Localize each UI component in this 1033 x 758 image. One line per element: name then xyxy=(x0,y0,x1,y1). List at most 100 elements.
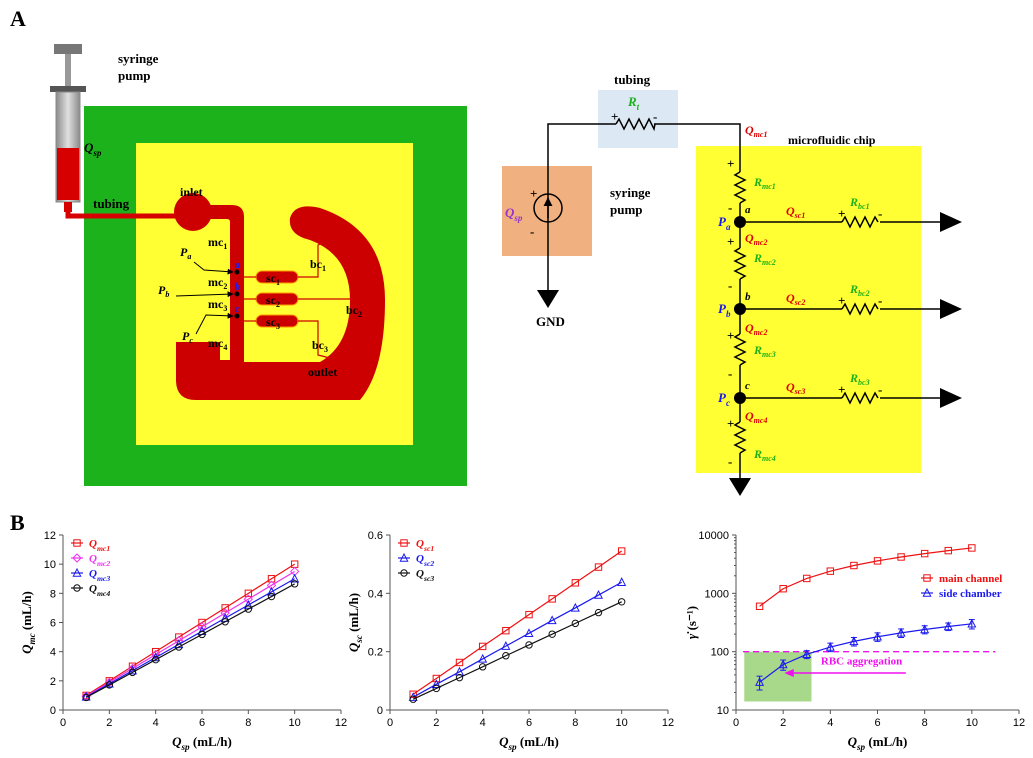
syringe-icon xyxy=(50,44,86,212)
rmc1-label: Rmc1 xyxy=(753,175,776,191)
chip-label: microfluidic chip xyxy=(788,133,876,147)
rbc2-label: Rbc2 xyxy=(849,282,870,298)
x-tick-label: 0 xyxy=(387,717,393,729)
data-point xyxy=(290,573,300,583)
x-tick-label: 0 xyxy=(60,717,66,729)
data-point xyxy=(850,561,858,570)
data-point xyxy=(548,630,556,638)
node-b-chip: b xyxy=(235,282,240,293)
rbc1-resistor xyxy=(841,215,879,229)
syringe-label-1: syringe xyxy=(118,51,159,66)
series-4 xyxy=(82,580,299,702)
bc3-label: bc3 xyxy=(312,338,328,354)
data-point xyxy=(105,681,114,689)
y-axis-label: γ̇ (s⁻¹) xyxy=(684,606,699,639)
series-1 xyxy=(82,560,299,700)
legend-marker xyxy=(400,539,408,547)
data-point xyxy=(266,580,277,591)
node-a-dot xyxy=(734,216,746,228)
mc2-label: mc2 xyxy=(208,275,227,291)
legend-label: Qmc3 xyxy=(89,568,110,583)
data-point xyxy=(455,658,464,667)
rt-resistor xyxy=(615,117,656,132)
data-point xyxy=(455,673,464,682)
rbc3-label: Rbc3 xyxy=(849,371,870,387)
microchannels xyxy=(174,193,385,400)
rmc2-label: Rmc2 xyxy=(753,251,776,267)
data-point xyxy=(409,695,417,703)
data-point xyxy=(478,642,487,651)
qmc2b-label: Qmc2 xyxy=(745,321,767,337)
data-point xyxy=(525,610,533,619)
legend-label: Qmc2 xyxy=(89,553,110,568)
y-tick-label: 6 xyxy=(50,618,56,630)
data-point xyxy=(151,655,160,664)
ground-symbols xyxy=(537,212,962,496)
series-line xyxy=(85,583,295,698)
tubing-line xyxy=(65,212,185,219)
svg-text:-: - xyxy=(530,224,534,239)
data-point xyxy=(967,618,977,628)
data-point xyxy=(175,643,183,651)
data-point xyxy=(104,677,115,687)
data-point xyxy=(548,595,556,603)
gnd-label: GND xyxy=(536,314,565,329)
y-tick-label: 10 xyxy=(44,559,56,571)
rmc1-resistor xyxy=(733,171,747,204)
data-point xyxy=(127,665,138,675)
pc-label: Pc xyxy=(718,390,730,408)
data-point xyxy=(897,553,905,561)
y-tick-label: 8 xyxy=(50,588,56,600)
data-point xyxy=(243,599,253,609)
x-tick-label: 10 xyxy=(289,717,301,729)
svg-text:-: - xyxy=(728,200,732,215)
node-c-dot xyxy=(734,392,746,404)
node-b-dot xyxy=(734,303,746,315)
series-1 xyxy=(409,547,626,698)
data-point xyxy=(501,641,511,650)
y-tick-label: 0.2 xyxy=(368,647,383,659)
tubing-label: tubing xyxy=(614,72,651,87)
x-axis-label: Qsp (mL/h) xyxy=(172,734,232,752)
pa-label: Pa xyxy=(718,214,731,232)
data-point xyxy=(571,619,580,628)
data-point xyxy=(594,563,603,571)
rmc3-resistor xyxy=(733,333,747,366)
svg-text:+: + xyxy=(530,186,537,201)
x-tick-label: 12 xyxy=(335,717,347,729)
y-axis-label: Qmc (mL/h) xyxy=(19,591,37,654)
inlet-port xyxy=(174,193,212,231)
y-tick-label: 0.4 xyxy=(368,588,383,600)
gnd-triangle-1 xyxy=(537,290,559,308)
legend-label: Qsc1 xyxy=(416,538,434,553)
bc1-path xyxy=(298,239,331,278)
y-tick-label: 0 xyxy=(50,705,56,717)
pump-box xyxy=(502,166,592,256)
svg-text:-: - xyxy=(878,206,882,221)
y-axis-label: Qsc (mL/h) xyxy=(346,593,364,652)
svg-text:+: + xyxy=(838,293,845,308)
panel-label-a: A xyxy=(10,6,26,31)
node-a-chip: a xyxy=(235,260,240,271)
rmc3-label: Rmc3 xyxy=(753,343,776,359)
pb-label-chip: Pb xyxy=(158,283,169,299)
x-axis-label: Qsp (mL/h) xyxy=(499,734,559,752)
data-point xyxy=(266,586,277,596)
rmc4-label: Rmc4 xyxy=(753,447,776,463)
y-tick-label: 0.6 xyxy=(368,530,383,542)
data-point xyxy=(802,649,812,659)
data-point xyxy=(968,544,976,552)
data-point xyxy=(150,649,161,660)
legend-marker xyxy=(72,553,82,563)
outlet-triangle-1 xyxy=(940,212,962,232)
data-point xyxy=(454,666,465,676)
pump-label-1: syringe xyxy=(610,185,651,200)
svg-text:-: - xyxy=(653,109,657,124)
svg-text:+: + xyxy=(838,382,845,397)
outlet-channel xyxy=(176,206,385,400)
